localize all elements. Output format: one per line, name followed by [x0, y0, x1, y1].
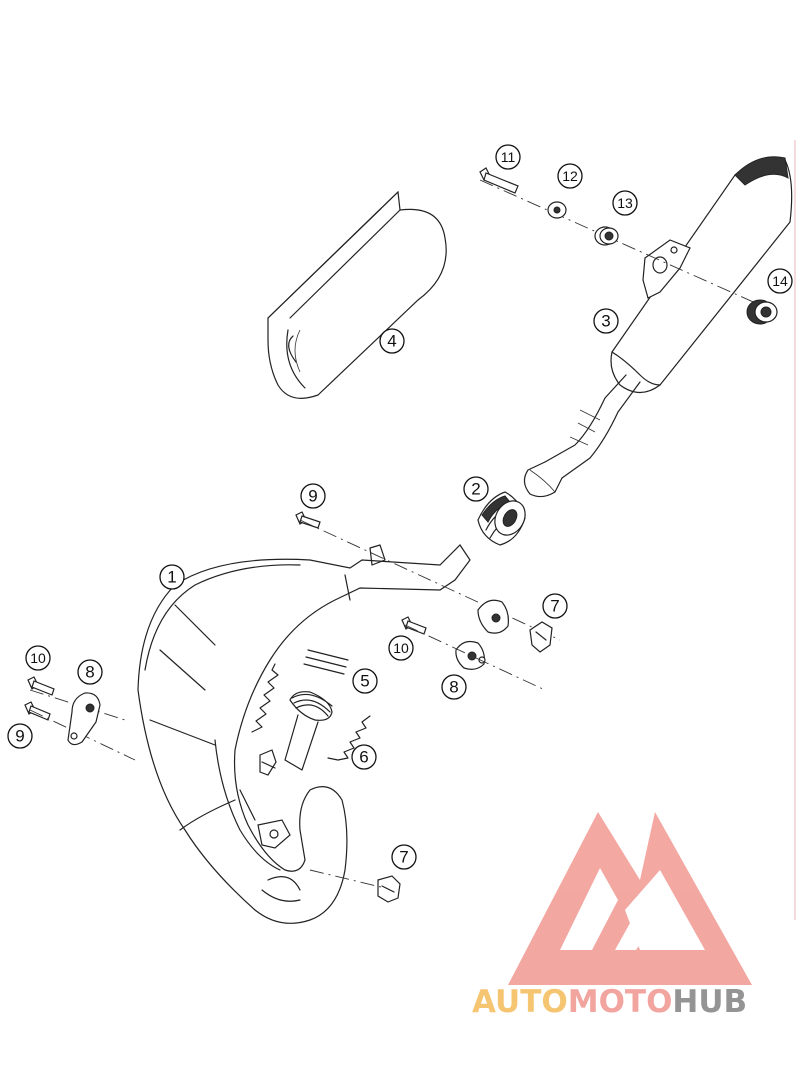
clip-axis [309, 869, 386, 889]
logo-text-auto: AUTO [472, 984, 568, 1020]
svg-text:3: 3 [601, 312, 610, 331]
callout-13: 13 [612, 190, 638, 216]
callout-3: 3 [593, 308, 619, 334]
part-1-exhaust-pipe [137, 544, 471, 924]
pipe-mount-axis-upper [299, 519, 561, 641]
part-6-spring [327, 715, 371, 761]
part-10-bolt-left [27, 676, 55, 696]
logo-mark [508, 812, 752, 985]
svg-text:1: 1 [167, 568, 176, 587]
svg-text:6: 6 [359, 748, 368, 767]
svg-text:8: 8 [85, 663, 94, 682]
callout-12: 12 [557, 163, 583, 189]
svg-text:12: 12 [562, 168, 578, 184]
svg-text:10: 10 [393, 640, 409, 656]
part-2-seal [477, 491, 526, 546]
callout-8-right: 8 [441, 674, 467, 700]
callout-7-upper: 7 [542, 593, 568, 619]
callout-5: 5 [352, 668, 378, 694]
callout-6: 6 [351, 744, 377, 770]
callout-11: 11 [495, 144, 521, 170]
svg-text:4: 4 [387, 332, 396, 351]
svg-text:2: 2 [471, 480, 480, 499]
part-8-damper-right [455, 599, 509, 670]
svg-text:7: 7 [550, 597, 559, 616]
part-12-washer [547, 201, 567, 219]
part-14-grommet [746, 299, 778, 325]
part-3-silencer [523, 156, 793, 498]
svg-text:8: 8 [449, 678, 458, 697]
part-5-springs [251, 649, 349, 733]
svg-text:11: 11 [501, 149, 516, 165]
svg-text:9: 9 [15, 727, 24, 746]
part-13-grommet [594, 226, 619, 246]
part-9-bolt-lower [24, 701, 51, 721]
callout-7-lower: 7 [391, 844, 417, 870]
svg-text:AUTOMOTOHUB: AUTOMOTOHUB [472, 984, 747, 1020]
callout-14: 14 [767, 268, 793, 294]
logo-text-moto: MOTO [568, 984, 673, 1020]
part-8-damper-left [67, 692, 101, 746]
logo-text-hub: HUB [672, 984, 747, 1020]
svg-text:5: 5 [360, 672, 369, 691]
part-11-bolt [479, 167, 519, 194]
callout-1: 1 [159, 564, 185, 590]
svg-text:14: 14 [772, 273, 788, 289]
part-9-bolt-upper [295, 511, 321, 529]
part-10-bolt-right [401, 616, 427, 635]
callout-8-left: 8 [77, 659, 103, 685]
callout-10-left: 10 [25, 645, 51, 671]
callout-2: 2 [463, 476, 489, 502]
svg-text:9: 9 [308, 487, 317, 506]
callout-4: 4 [379, 328, 405, 354]
callout-9-left: 9 [7, 723, 33, 749]
automotohub-logo: AUTOMOTOHUB [472, 812, 752, 1020]
part-7-clip-lower [377, 875, 401, 903]
callout-10-right: 10 [388, 635, 414, 661]
part-7-clip-upper [529, 621, 553, 653]
svg-text:7: 7 [399, 848, 408, 867]
svg-text:10: 10 [30, 650, 46, 666]
svg-text:13: 13 [617, 195, 633, 211]
callout-9-upper: 9 [300, 483, 326, 509]
part-4-heat-sleeve [267, 190, 447, 399]
